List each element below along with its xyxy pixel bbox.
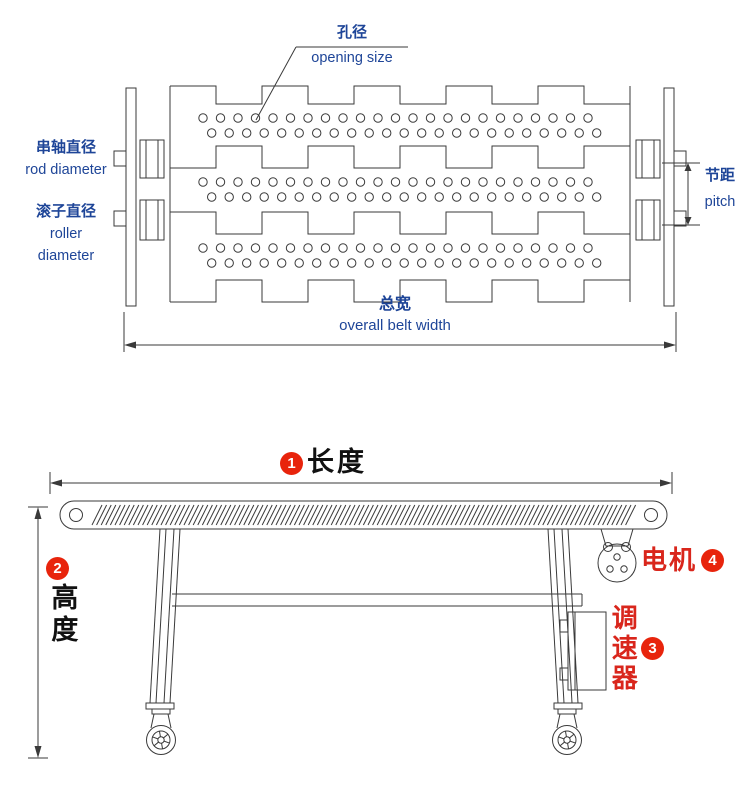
roller-diameter-label-zh: 滚子直径 [35,203,96,220]
pitch-label-zh: 节距 [704,167,735,184]
motor-label: 电机 [641,545,698,575]
callout-1-badge: 1 [280,452,303,475]
height-label: 高度 [47,583,78,647]
rod-diameter-label-zh: 串轴直径 [35,139,96,156]
roller-diameter-label-en-line1: roller [49,226,83,242]
overall-width-label-en: overall belt width [339,317,451,334]
callout-4-badge: 4 [701,549,724,572]
callout-3-badge: 3 [641,637,664,660]
rod-diameter-label-en: rod diameter [25,162,107,178]
callout-2-badge: 2 [46,557,69,580]
roller-diameter-label-en-line2: diameter [37,248,95,264]
overall-width-label-zh: 总宽 [378,296,411,313]
opening-size-label-zh: 孔径 [336,24,367,41]
length-label: 长度 [307,447,367,477]
opening-size-label-en: opening size [311,50,393,66]
speed-controller-label: 调速器 [608,604,639,694]
pitch-label-en: pitch [704,194,736,210]
